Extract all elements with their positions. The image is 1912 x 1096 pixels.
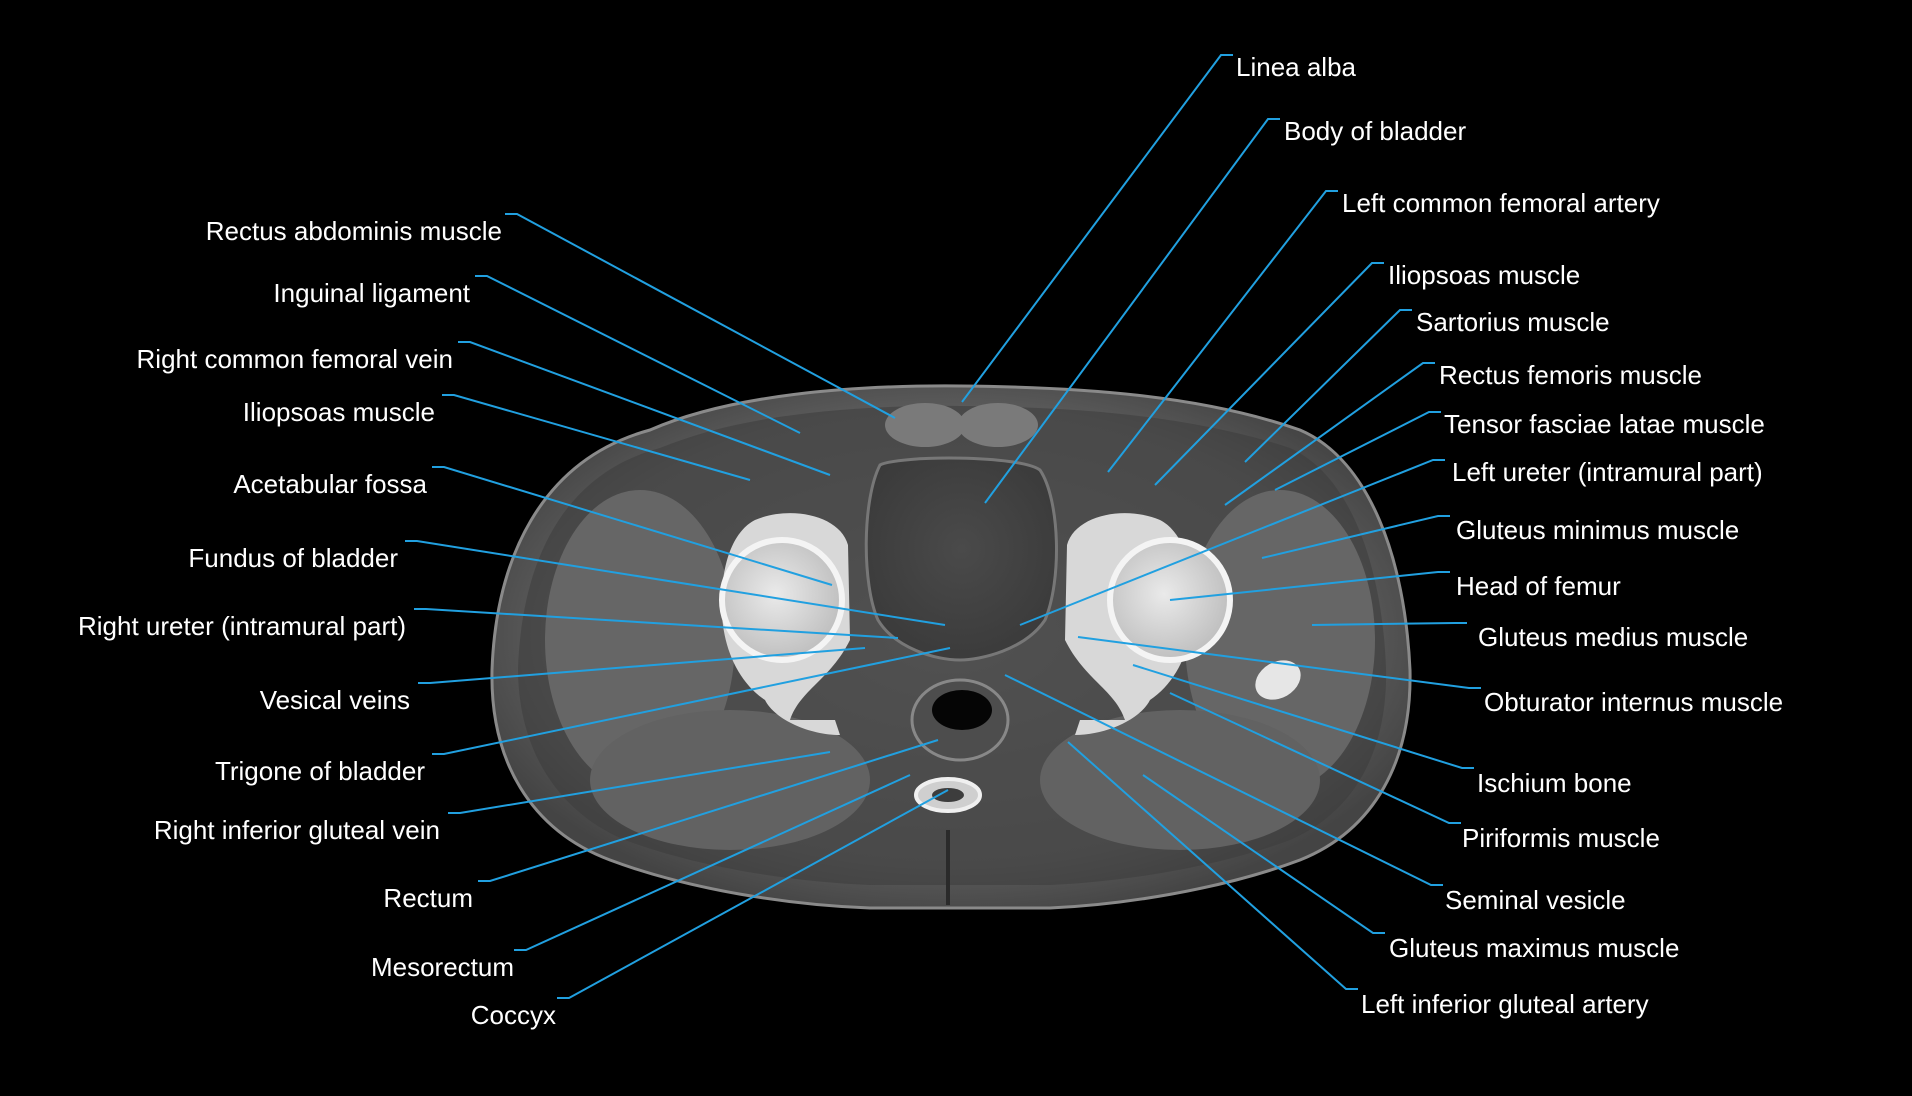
leader-line bbox=[1261, 515, 1450, 559]
leader-line bbox=[1154, 262, 1384, 486]
leader-line bbox=[1004, 674, 1443, 886]
leader-line bbox=[442, 394, 751, 481]
label-rectus-abdominis-muscle: Rectus abdominis muscle bbox=[206, 216, 502, 246]
leader-line bbox=[478, 739, 939, 882]
leader-line bbox=[1169, 692, 1461, 824]
label-rectus-femoris-muscle: Rectus femoris muscle bbox=[1439, 360, 1702, 390]
label-head-of-femur: Head of femur bbox=[1456, 571, 1621, 601]
label-mesorectum: Mesorectum bbox=[371, 952, 514, 982]
ct-scan-image bbox=[490, 384, 1412, 910]
label-acetabular-fossa: Acetabular fossa bbox=[233, 469, 427, 499]
leader-line bbox=[1274, 411, 1441, 491]
leader-line bbox=[1169, 571, 1450, 601]
label-left-ureter: Left ureter (intramural part) bbox=[1452, 457, 1763, 487]
leader-line bbox=[1019, 459, 1445, 626]
leader-line bbox=[961, 54, 1233, 403]
left-gluteal-muscle bbox=[1040, 710, 1320, 850]
label-gluteus-medius-muscle: Gluteus medius muscle bbox=[1478, 622, 1748, 652]
label-gluteus-maximus-muscle: Gluteus maximus muscle bbox=[1389, 933, 1679, 963]
leader-lines bbox=[405, 54, 1481, 999]
label-obturator-internus-muscle: Obturator internus muscle bbox=[1484, 687, 1783, 717]
label-iliopsoas-muscle-right: Iliopsoas muscle bbox=[243, 397, 435, 427]
label-seminal-vesicle: Seminal vesicle bbox=[1445, 885, 1626, 915]
leader-line bbox=[1067, 741, 1358, 990]
rectus-abdominis-right bbox=[885, 403, 965, 447]
leader-line bbox=[1224, 362, 1435, 506]
left-thigh-muscle bbox=[1185, 490, 1375, 790]
leader-line bbox=[1311, 622, 1467, 626]
label-coccyx: Coccyx bbox=[471, 1000, 556, 1030]
label-iliopsoas-muscle-left: Iliopsoas muscle bbox=[1388, 260, 1580, 290]
label-rectum: Rectum bbox=[383, 883, 473, 913]
left-greater-trochanter bbox=[1255, 660, 1301, 700]
label-left-inferior-gluteal-artery: Left inferior gluteal artery bbox=[1361, 989, 1649, 1019]
label-trigone-of-bladder: Trigone of bladder bbox=[215, 756, 425, 786]
leader-line bbox=[1142, 774, 1385, 934]
label-sartorius-muscle: Sartorius muscle bbox=[1416, 307, 1610, 337]
leader-line bbox=[432, 466, 833, 586]
label-inguinal-ligament: Inguinal ligament bbox=[273, 278, 470, 308]
leader-line bbox=[448, 751, 831, 814]
leader-line bbox=[984, 118, 1280, 504]
right-gluteal-muscle bbox=[590, 710, 870, 850]
labels-left: Rectus abdominis muscle Inguinal ligamen… bbox=[78, 216, 556, 1030]
label-right-common-femoral-vein: Right common femoral vein bbox=[137, 344, 453, 374]
label-ischium-bone: Ischium bone bbox=[1477, 768, 1632, 798]
label-gluteus-minimus-muscle: Gluteus minimus muscle bbox=[1456, 515, 1739, 545]
leader-line bbox=[432, 647, 951, 755]
bladder bbox=[864, 456, 1058, 662]
label-left-common-femoral-artery: Left common femoral artery bbox=[1342, 188, 1660, 218]
label-body-of-bladder: Body of bladder bbox=[1284, 116, 1466, 146]
label-right-ureter: Right ureter (intramural part) bbox=[78, 611, 406, 641]
label-linea-alba: Linea alba bbox=[1236, 52, 1357, 82]
leader-line bbox=[505, 213, 896, 419]
label-piriformis-muscle: Piriformis muscle bbox=[1462, 823, 1660, 853]
label-right-inferior-gluteal-vein: Right inferior gluteal vein bbox=[154, 815, 440, 845]
leader-line bbox=[418, 647, 866, 684]
label-fundus-of-bladder: Fundus of bladder bbox=[188, 543, 398, 573]
leader-line bbox=[557, 789, 949, 999]
leader-line bbox=[1132, 664, 1474, 769]
leader-line bbox=[1077, 636, 1481, 689]
rectus-abdominis-left bbox=[958, 403, 1038, 447]
leader-line bbox=[514, 774, 911, 951]
labels-right: Linea alba Body of bladder Left common f… bbox=[1236, 52, 1783, 1019]
leader-line bbox=[475, 275, 801, 434]
label-vesical-veins: Vesical veins bbox=[260, 685, 410, 715]
leader-line bbox=[1244, 309, 1412, 463]
leader-line bbox=[414, 608, 899, 639]
rectal-gas bbox=[932, 690, 992, 730]
leader-line bbox=[458, 341, 831, 476]
leader-line bbox=[1107, 190, 1338, 473]
coccyx-center bbox=[932, 788, 964, 802]
leader-line bbox=[405, 540, 946, 626]
label-tensor-fasciae-latae-muscle: Tensor fasciae latae muscle bbox=[1444, 409, 1765, 439]
